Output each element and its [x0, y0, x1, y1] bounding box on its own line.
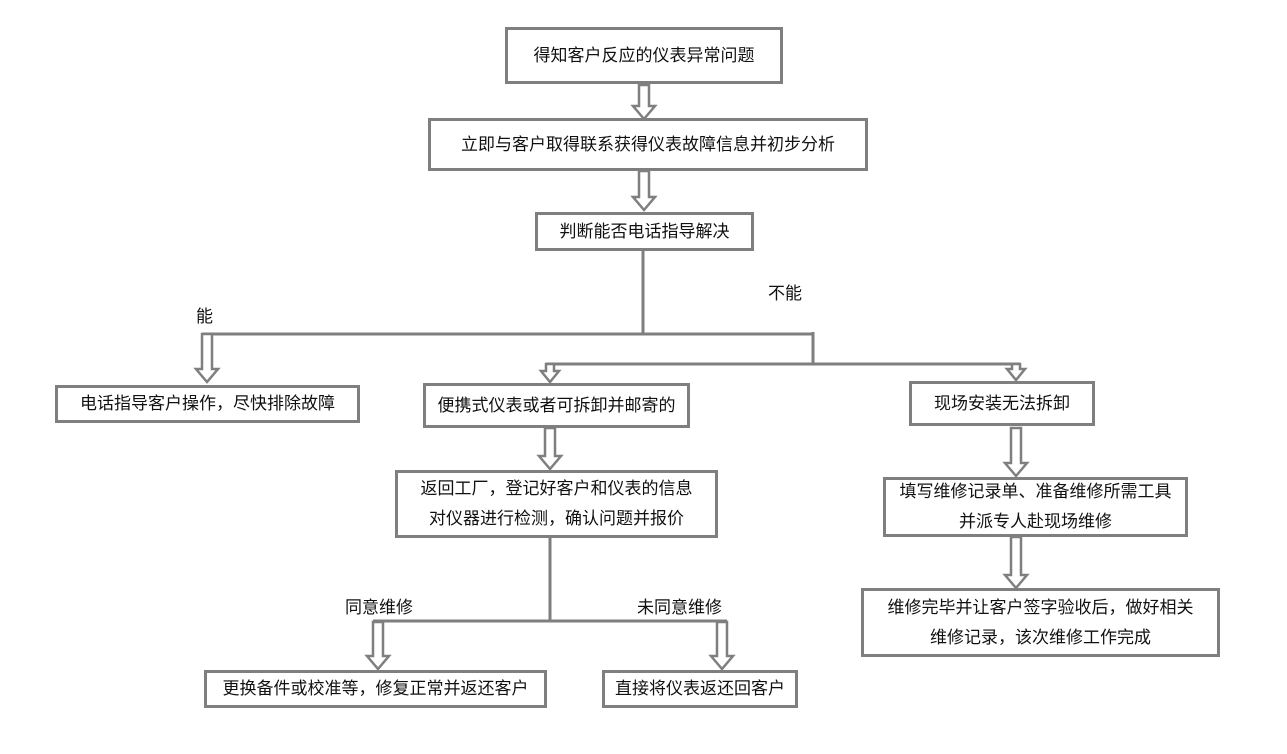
- node-text: 直接将仪表返还回客户: [615, 679, 785, 699]
- arrow-agree-icon: [364, 620, 392, 671]
- arrow-onsite-to-record-icon: [1002, 426, 1030, 478]
- node-return-to-factory-quote: 返回工厂，登记好客户和仪表的信息 对仪器进行检测，确认问题并报价: [395, 470, 718, 538]
- node-text: 维修完毕并让客户签字验收后，做好相关: [887, 597, 1194, 617]
- node-text: 填写维修记录单、准备维修所需工具: [899, 482, 1172, 502]
- node-text: 立即与客户取得联系获得仪表故障信息并初步分析: [461, 134, 835, 154]
- node-onsite-not-removable: 现场安装无法拆卸: [909, 381, 1095, 426]
- arrow-issue-to-contact-icon: [630, 83, 658, 121]
- node-text: 并派专人赴现场维修: [959, 512, 1112, 531]
- arrow-portable-to-factory-icon: [536, 426, 564, 471]
- node-text: 对仪器进行检测，确认问题并报价: [429, 509, 684, 528]
- node-text: 电话指导客户操作，尽快排除故障: [80, 394, 335, 414]
- node-return-directly: 直接将仪表返还回客户: [602, 670, 798, 708]
- node-text: 更换备件或校准等，修复正常并返还客户: [222, 679, 529, 699]
- node-phone-guidance: 电话指导客户操作，尽快排除故障: [55, 385, 360, 423]
- node-replace-parts-return: 更换备件或校准等，修复正常并返还客户: [204, 670, 547, 708]
- node-text: 返回工厂，登记好客户和仪表的信息: [420, 479, 693, 499]
- node-text: 维修记录，该次维修工作完成: [930, 627, 1151, 647]
- edge-label-can: 能: [196, 307, 213, 326]
- node-contact-customer: 立即与客户取得联系获得仪表故障信息并初步分析: [428, 118, 868, 171]
- node-decision-phone-support: 判断能否电话指导解决: [535, 212, 754, 251]
- node-issue-reported: 得知客户反应的仪表异常问题: [505, 27, 783, 84]
- node-text: 判断能否电话指导解决: [559, 221, 730, 241]
- node-portable-or-mailable: 便携式仪表或者可拆卸并邮寄的: [423, 383, 690, 428]
- arrow-can-branch-icon: [193, 332, 221, 384]
- edge-label-agree: 同意维修: [345, 598, 413, 617]
- node-fill-record-prepare-tools: 填写维修记录单、准备维修所需工具 并派专人赴现场维修: [883, 477, 1188, 537]
- edge-label-disagree: 未同意维修: [637, 598, 722, 617]
- node-text: 现场安装无法拆卸: [934, 393, 1070, 413]
- arrow-contact-to-decision-icon: [630, 169, 658, 212]
- arrow-disagree-icon: [708, 620, 736, 671]
- edge-label-cannot: 不能: [768, 284, 802, 303]
- node-text: 得知客户反应的仪表异常问题: [533, 45, 755, 65]
- node-text: 便携式仪表或者可拆卸并邮寄的: [437, 395, 676, 415]
- arrow-to-onsite-icon: [1004, 362, 1028, 382]
- node-signoff-complete: 维修完毕并让客户签字验收后，做好相关 维修记录，该次维修工作完成: [861, 588, 1220, 657]
- arrow-to-portable-icon: [538, 362, 562, 384]
- arrow-record-to-complete-icon: [1002, 535, 1030, 590]
